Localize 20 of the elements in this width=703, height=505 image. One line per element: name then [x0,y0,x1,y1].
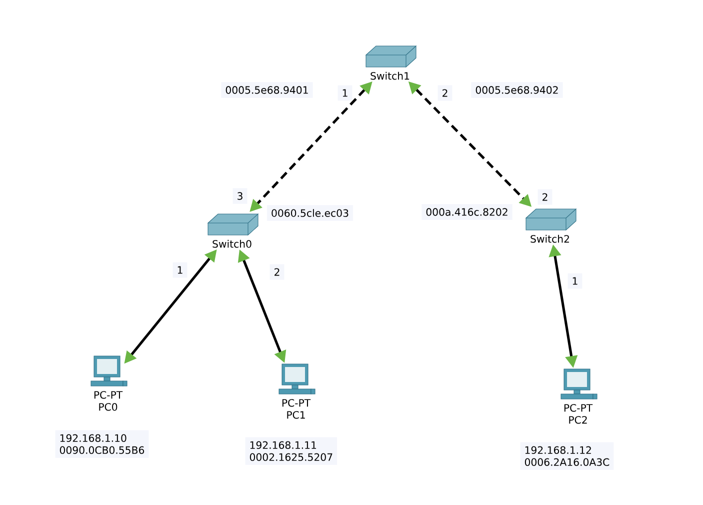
device-label: PC-PT PC0 [94,391,123,411]
mac-address: 0005.5e68.9402 [471,82,563,98]
port-number: 1 [568,273,582,289]
port-number: 1 [172,262,188,278]
device-label: Switch2 [530,234,569,243]
device-label: Switch0 [212,240,252,248]
port-number: 2 [538,189,552,205]
mac-address: 000a.416c.8202 [422,204,512,220]
port-number: 3 [232,188,248,204]
mac-address: 0005.5e68.9401 [221,82,313,98]
device-label: Switch1 [370,72,410,80]
port-number: 2 [438,85,452,101]
device-label: PC-PT PC1 [282,399,311,419]
port-number: 2 [270,264,284,280]
device-label: PC-PT PC2 [564,404,593,424]
address-box: 192.168.1.11 0002.1625.5207 [245,437,338,465]
address-box: 192.168.1.12 0006.2A16.0A3C [520,442,614,470]
port-number: 1 [338,85,352,101]
address-box: 192.168.1.10 0090.0CB0.55B6 [55,430,149,458]
mac-address: 0060.5cle.ec03 [267,205,353,221]
